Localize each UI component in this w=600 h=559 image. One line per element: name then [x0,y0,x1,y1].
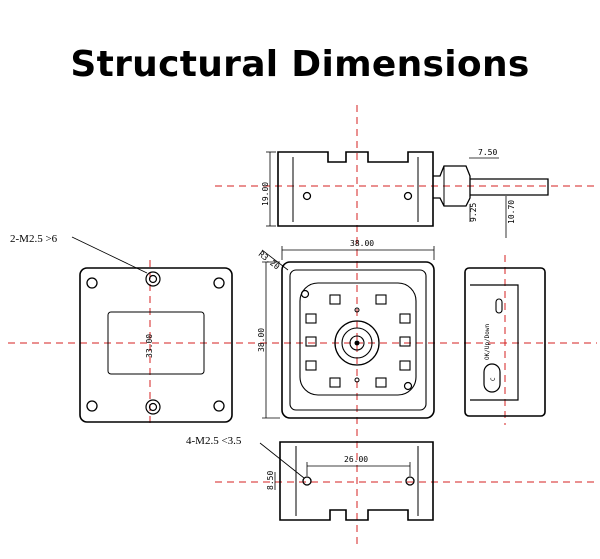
front-holes-callout: 4-M2.5 <3.5 [186,435,242,447]
led-array [305,294,411,388]
bottom-depth-dim: 8.50 [266,471,275,490]
corner-radius-dim: R3.20 [257,249,282,271]
back-holes-callout: 2-M2.5 >6 [10,233,58,245]
top-view: 19.00 7.50 9.25 10.70 [261,148,549,238]
front-view: 38.00 38.00 R3.20 [257,239,435,419]
port-label: C [490,377,497,381]
page-title: Structural Dimensions [70,44,530,85]
front-width-dim: 38.00 [350,239,374,248]
plug-offset-dim: 9.25 [469,203,478,222]
back-view: 2-M2.5 >6 33.00 [10,233,233,423]
plug-height-dim: 10.70 [507,200,516,224]
bottom-view: 26.00 8.50 4-M2.5 <3.5 [186,435,434,521]
side-height-dim: 19.00 [261,182,270,206]
switch-label: OK/Up/Down [484,323,491,360]
side-view: OK/Up/Down C [464,267,546,417]
back-inner-dim: 33.00 [145,334,154,358]
front-height-dim: 38.00 [257,328,266,352]
bottom-span-dim: 26.00 [344,455,368,464]
plug-width-dim: 7.50 [478,148,497,157]
centerlines [8,105,597,545]
